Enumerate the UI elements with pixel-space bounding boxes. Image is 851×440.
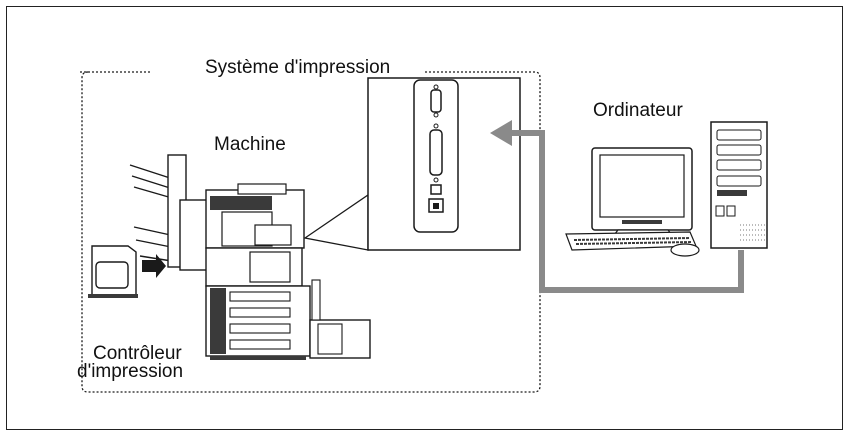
interface-panel-icon (303, 77, 521, 251)
printer-copier-icon (129, 154, 371, 360)
machine-label: Machine (214, 134, 286, 155)
computer-icon (565, 121, 768, 257)
controller-label-line2: d'impression (77, 361, 184, 382)
computer-label: Ordinateur (593, 100, 683, 121)
print-system-label: Système d'impression (205, 57, 391, 78)
print-system-boundary (80, 71, 541, 393)
controller-unit-icon (88, 245, 166, 298)
arrow-icon (490, 120, 512, 146)
diagram-frame (6, 6, 843, 430)
network-cable (490, 120, 744, 293)
controller-label-line1: Contrôleur (93, 343, 182, 364)
